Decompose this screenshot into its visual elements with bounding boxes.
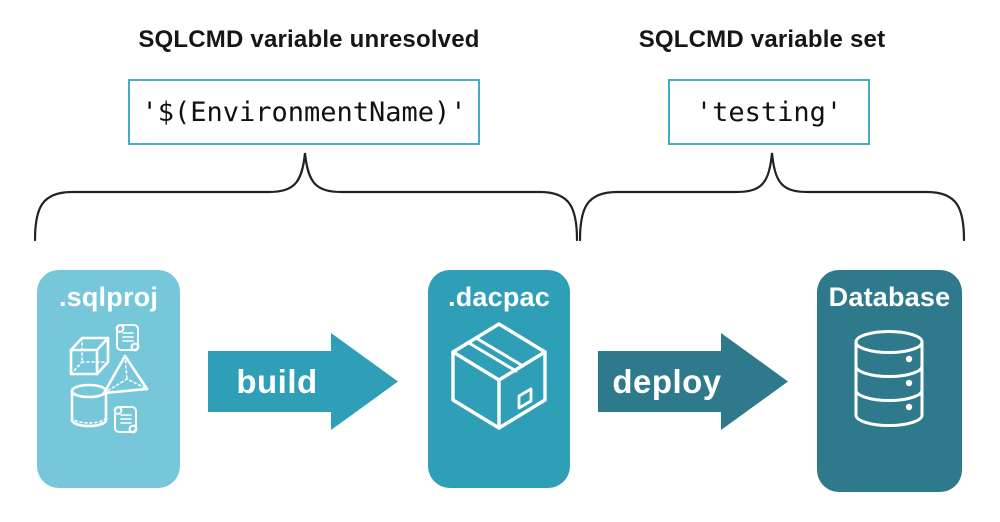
sqlproj-node: .sqlproj bbox=[37, 270, 180, 488]
pyramid-icon bbox=[102, 354, 149, 395]
left-brace bbox=[34, 152, 579, 242]
build-arrow-label: build bbox=[236, 362, 318, 400]
build-arrow-shape bbox=[208, 333, 398, 430]
right-brace bbox=[579, 152, 966, 242]
database-node: Database bbox=[817, 270, 962, 492]
resolved-section-title: SQLCMD variable set bbox=[638, 26, 886, 53]
deploy-arrow-label: deploy bbox=[612, 362, 722, 400]
script-scroll-icon bbox=[115, 324, 140, 352]
unresolved-section-title: SQLCMD variable unresolved bbox=[138, 26, 480, 53]
sqlproj-node-label: .sqlproj bbox=[58, 282, 159, 312]
script-scroll-icon bbox=[113, 406, 138, 434]
unresolved-code-text: '$(EnvironmentName)' bbox=[141, 96, 467, 128]
resolved-code-box: 'testing' bbox=[668, 79, 870, 145]
unresolved-code-box: '$(EnvironmentName)' bbox=[128, 79, 480, 145]
deploy-arrow-shape bbox=[598, 333, 788, 430]
cube-icon bbox=[69, 336, 110, 376]
database-node-label: Database bbox=[828, 282, 951, 312]
database-cylinder-icon bbox=[854, 330, 924, 427]
resolved-code-text: 'testing' bbox=[695, 96, 843, 128]
deploy-arrow: deploy bbox=[598, 333, 788, 430]
dacpac-node: .dacpac bbox=[428, 270, 570, 488]
sql-objects-icon bbox=[69, 324, 149, 434]
package-box-icon bbox=[451, 322, 547, 430]
cylinder-icon bbox=[70, 383, 108, 428]
dacpac-node-label: .dacpac bbox=[448, 282, 550, 312]
build-arrow: build bbox=[208, 333, 398, 430]
